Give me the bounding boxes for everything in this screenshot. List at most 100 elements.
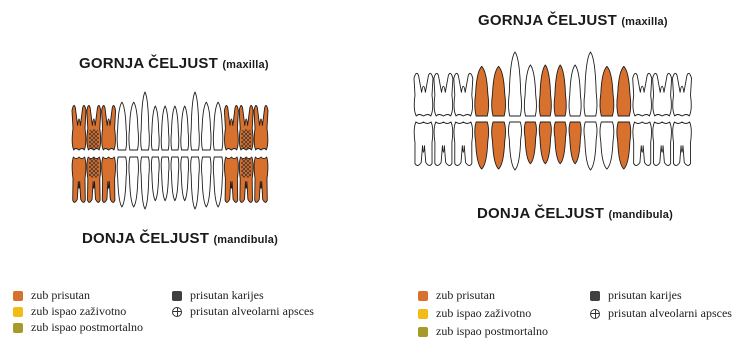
tooth-present-16 [254,157,268,202]
tooth-absent-12 [202,157,212,207]
tooth-present-3 [102,157,116,202]
tooth-mark-2 [89,158,99,178]
tooth-present-9 [554,65,566,116]
tooth-absent-9 [171,157,179,201]
tooth-present-4 [475,66,489,116]
left-legend-lost-postmortem: zub ispao postmortalno [13,320,143,335]
tooth-absent-7 [151,106,159,150]
right-lower-jaw-diagram [412,120,722,172]
tooth-present-14 [224,105,238,150]
tooth-present-13 [617,122,631,169]
tooth-absent-16 [673,122,692,165]
right-legend-abscess-label: prisutan alveolarni apsces [608,306,732,321]
left-legend-lost-antemortem-label: zub ispao zaživotno [31,304,126,319]
tooth-absent-13 [213,157,223,207]
tooth-absent-15 [653,122,672,165]
grid-circle-icon [590,309,600,319]
right-legend-present-label: zub prisutan [436,288,495,303]
left-upper-jaw-title: GORNJA ČELJUST (maxilla) [79,55,269,72]
tooth-absent-4 [117,102,127,150]
tooth-absent-9 [171,106,179,150]
tooth-present-16 [254,105,268,150]
tooth-absent-10 [181,157,189,201]
left-upper-jaw-subtitle: (maxilla) [222,59,268,71]
tooth-absent-2 [434,73,453,116]
left-lower-jaw-subtitle: (mandibula) [213,234,278,246]
tooth-absent-11 [584,52,597,116]
left-legend-caries-label: prisutan karijes [190,288,264,303]
tooth-absent-12 [202,102,212,150]
orange-swatch-icon [418,291,428,301]
right-legend-lost-postmortem: zub ispao postmortalno [418,324,548,339]
left-legend-abscess: prisutan alveolarni apsces [172,304,314,319]
tooth-absent-6 [141,157,150,209]
tooth-absent-3 [454,122,473,165]
right-lower-jaw-subtitle: (mandibula) [608,209,673,221]
tooth-present-5 [492,122,506,169]
right-legend-caries: prisutan karijes [590,288,682,303]
left-legend-abscess-label: prisutan alveolarni apsces [190,304,314,319]
right-legend-present: zub prisutan [418,288,495,303]
right-legend-abscess: prisutan alveolarni apsces [590,306,732,321]
tooth-present-12 [600,66,614,116]
tooth-present-5 [492,66,506,116]
tooth-absent-8 [161,106,169,150]
left-legend-caries: prisutan karijes [172,288,264,303]
right-upper-jaw-title: GORNJA ČELJUST (maxilla) [478,12,668,29]
left-lower-jaw-title: DONJA ČELJUST (mandibula) [82,230,278,247]
tooth-present-8 [539,65,551,116]
dark-swatch-icon [590,291,600,301]
tooth-present-13 [617,66,631,116]
yellow-swatch-icon [418,309,428,319]
grid-circle-icon [172,307,182,317]
tooth-present-10 [569,122,581,164]
tooth-absent-15 [653,73,672,116]
dark-swatch-icon [172,291,182,301]
olive-swatch-icon [13,323,23,333]
left-upper-jaw-diagram [70,90,270,150]
right-legend-lost-postmortem-label: zub ispao postmortalno [436,324,548,339]
tooth-absent-2 [434,122,453,165]
right-legend-caries-label: prisutan karijes [608,288,682,303]
tooth-absent-16 [673,73,692,116]
tooth-present-9 [554,122,566,164]
tooth-absent-11 [584,122,597,170]
right-legend-lost-antemortem: zub ispao zaživotno [418,306,531,321]
tooth-absent-4 [117,157,127,207]
tooth-present-1 [72,157,86,202]
tooth-present-7 [524,122,536,164]
left-legend-lost-postmortem-label: zub ispao postmortalno [31,320,143,335]
tooth-mark-15 [241,129,251,149]
tooth-absent-10 [181,106,189,150]
yellow-swatch-icon [13,307,23,317]
tooth-absent-10 [569,65,581,116]
left-upper-jaw-title-text: GORNJA ČELJUST [79,55,218,72]
tooth-absent-6 [141,92,150,150]
right-lower-jaw-title-text: DONJA ČELJUST [477,205,604,222]
left-legend-lost-antemortem: zub ispao zaživotno [13,304,126,319]
tooth-present-8 [539,122,551,164]
left-legend-present: zub prisutan [13,288,90,303]
tooth-absent-3 [454,73,473,116]
tooth-present-1 [72,105,86,150]
tooth-absent-7 [524,65,536,116]
tooth-absent-13 [213,102,223,150]
tooth-present-3 [102,105,116,150]
tooth-absent-12 [600,122,614,169]
tooth-absent-8 [161,157,169,201]
olive-swatch-icon [418,327,428,337]
tooth-absent-7 [151,157,159,201]
tooth-absent-14 [633,122,652,165]
right-legend-lost-antemortem-label: zub ispao zaživotno [436,306,531,321]
right-upper-jaw-diagram [412,50,722,118]
tooth-mark-2 [89,129,99,149]
right-upper-jaw-title-text: GORNJA ČELJUST [478,12,617,29]
left-lower-jaw-title-text: DONJA ČELJUST [82,230,209,247]
tooth-absent-1 [414,122,433,165]
right-lower-jaw-title: DONJA ČELJUST (mandibula) [477,205,673,222]
tooth-absent-11 [191,92,200,150]
tooth-absent-14 [633,73,652,116]
orange-swatch-icon [13,291,23,301]
tooth-present-4 [475,122,489,169]
left-lower-jaw-diagram [70,155,270,210]
